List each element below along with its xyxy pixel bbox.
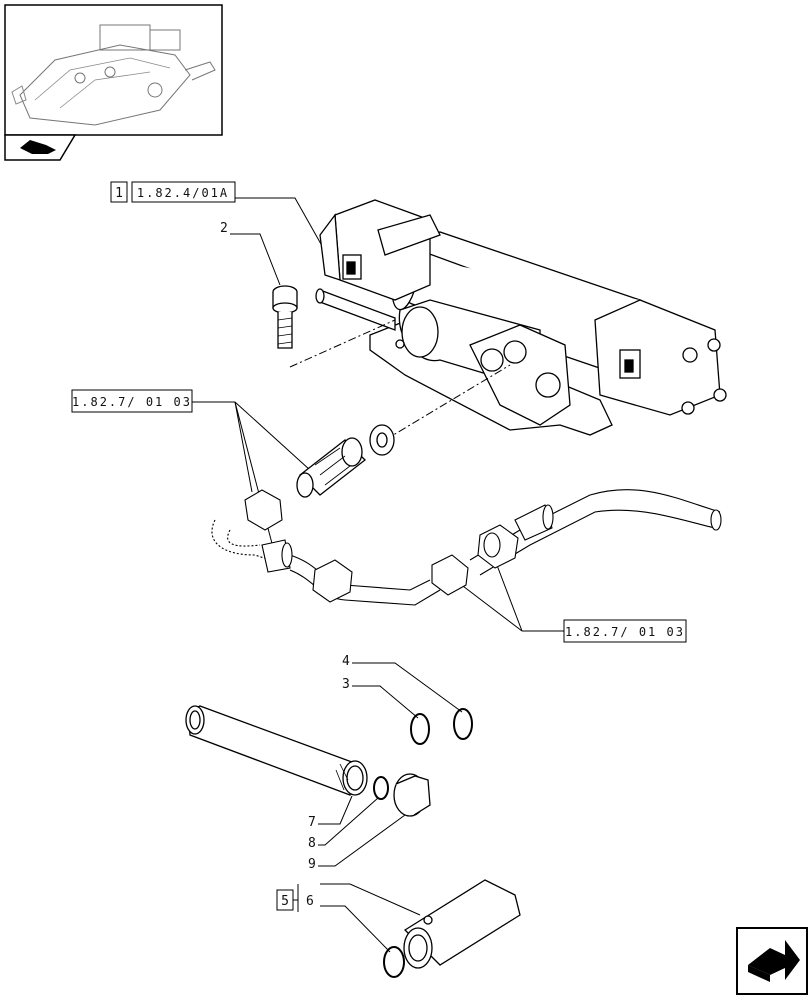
leader-line-lower-a <box>454 579 523 632</box>
next-page-arrow-icon[interactable] <box>736 927 808 995</box>
leader-line-upper-b <box>234 401 311 471</box>
ref-code-lower: 1.82.7/ 01 03 <box>565 625 685 639</box>
valve-assembly <box>315 199 727 436</box>
leader-line-8 <box>318 797 379 846</box>
callout-2: 2 <box>220 221 228 236</box>
leader-line-ref-1 <box>235 197 331 261</box>
callout-4: 4 <box>342 654 350 669</box>
ref-number-5: 5 <box>281 894 289 909</box>
callout-9: 9 <box>308 857 316 872</box>
cap-screw-part-2 <box>272 285 298 349</box>
reference-box-5[interactable]: 5 <box>276 889 294 911</box>
callout-3: 3 <box>342 677 350 692</box>
leader-line-7 <box>318 795 353 825</box>
leader-line-3 <box>352 685 419 719</box>
ring-part-8 <box>373 776 389 800</box>
leader-line-4 <box>352 662 463 713</box>
valve-body-part-5 <box>403 879 521 969</box>
ref-code-upper: 1.82.7/ 01 03 <box>72 395 192 409</box>
o-ring-part-6 <box>383 946 405 978</box>
leader-line-5 <box>320 883 421 916</box>
reference-box-upper[interactable]: 1.82.7/ 01 03 <box>71 389 193 413</box>
assembly-thumbnail <box>4 4 223 136</box>
callout-6: 6 <box>306 894 314 909</box>
reference-box-1[interactable]: 1 1.82.4/01A <box>110 181 236 203</box>
reference-box-lower[interactable]: 1.82.7/ 01 03 <box>563 619 687 643</box>
o-ring-part-3 <box>410 713 430 745</box>
o-ring-part-4 <box>453 708 473 740</box>
leader-line-2 <box>230 233 281 286</box>
fitting-adapter <box>296 424 395 498</box>
ref-code-1-82-4: 1.82.4/01A <box>137 186 229 200</box>
leader-line-lower-b <box>494 559 523 632</box>
leader-line-upper-c <box>234 401 276 556</box>
callout-7: 7 <box>308 815 316 830</box>
leader-line-6 <box>320 905 391 953</box>
cap-part-9 <box>393 773 431 817</box>
hydraulic-pipe <box>211 489 722 606</box>
hand-pointer-icon[interactable] <box>4 134 77 161</box>
ref-number-1: 1 <box>115 186 123 201</box>
leader-line-upper-a <box>234 401 253 493</box>
callout-8: 8 <box>308 836 316 851</box>
leader-line-9 <box>318 814 406 867</box>
axis-line-screw <box>289 319 396 368</box>
shaft-part-7 <box>185 705 368 796</box>
